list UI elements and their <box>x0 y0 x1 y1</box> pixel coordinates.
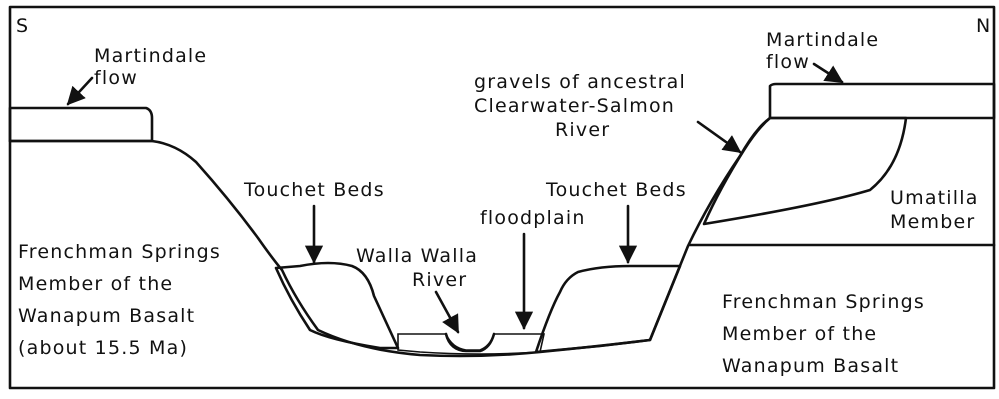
label-umatilla-1: Umatilla <box>890 187 979 209</box>
gravels-deposit <box>704 118 906 224</box>
touchet-beds-right <box>536 266 680 352</box>
label-martindale-left-2: flow <box>94 67 138 89</box>
martindale-flow-right <box>770 84 994 118</box>
river-channel <box>446 334 494 351</box>
label-touchet-left: Touchet Beds <box>243 179 385 201</box>
arrow-martindale-left <box>68 78 92 104</box>
label-martindale-right-2: flow <box>766 51 810 73</box>
label-walla-walla-2: River <box>412 269 467 291</box>
label-floodplain: floodplain <box>480 207 586 229</box>
label-walla-walla-1: Walla Walla <box>356 245 478 267</box>
label-frenchman-right-1: Frenchman Springs <box>722 291 925 313</box>
label-frenchman-left-1: Frenchman Springs <box>18 241 221 263</box>
label-umatilla-2: Member <box>890 211 975 233</box>
label-frenchman-right-3: Wanapum Basalt <box>722 355 899 377</box>
compass-south: S <box>16 15 29 37</box>
arrow-walla-walla <box>436 292 458 332</box>
arrow-martindale-right <box>814 64 842 82</box>
label-gravels-2: Clearwater-Salmon <box>474 95 675 117</box>
label-martindale-left-1: Martindale <box>94 45 207 67</box>
martindale-flow-left <box>10 108 152 141</box>
label-gravels-3: River <box>555 119 610 141</box>
compass-north: N <box>976 15 991 37</box>
label-gravels-1: gravels of ancestral <box>474 71 686 93</box>
touchet-beds-left <box>276 263 398 348</box>
label-frenchman-right-2: Member of the <box>722 323 877 345</box>
label-martindale-right-1: Martindale <box>766 29 879 51</box>
label-frenchman-left-4: (about 15.5 Ma) <box>18 337 188 359</box>
label-frenchman-left-3: Wanapum Basalt <box>18 305 195 327</box>
label-frenchman-left-2: Member of the <box>18 273 173 295</box>
label-touchet-right: Touchet Beds <box>545 179 687 201</box>
arrow-gravels <box>698 122 740 152</box>
